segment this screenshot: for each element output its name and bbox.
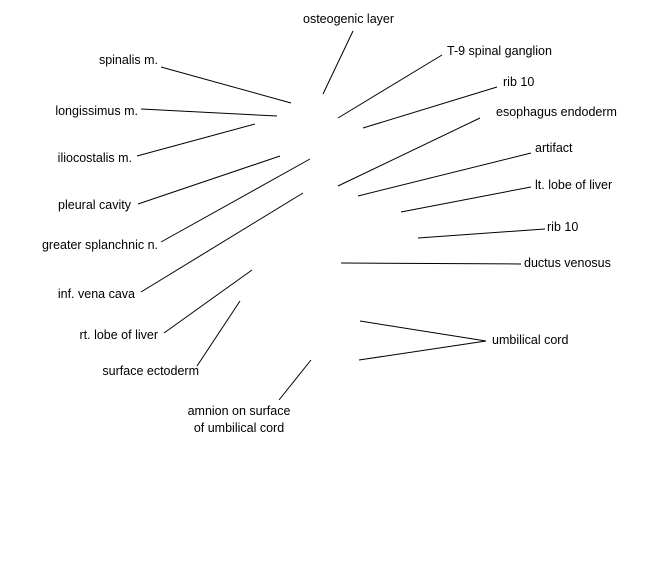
label-greater-splanchnic-n: greater splanchnic n.: [41, 238, 158, 252]
leader-esophagus-endoderm: [337, 117, 481, 187]
leader-osteogenic-layer: [322, 30, 354, 95]
label-amnion-line-1: amnion on surface: [187, 404, 291, 418]
leader-ductus-venosus: [340, 262, 522, 265]
label-inf-vena-cava: inf. vena cava: [57, 287, 135, 301]
leader-amnion: [278, 359, 312, 401]
leader-longissimus-m: [140, 108, 278, 117]
label-umbilical-cord: umbilical cord: [492, 333, 569, 347]
leader-artifact: [357, 152, 532, 197]
label-surface-ectoderm: surface ectoderm: [102, 364, 199, 378]
label-rt-lobe-of-liver: rt. lobe of liver: [79, 328, 158, 342]
leader-iliocostalis-m: [136, 123, 256, 157]
label-rib-10-upper: rib 10: [503, 75, 535, 89]
label-pleural-cavity: pleural cavity: [58, 198, 131, 212]
leader-rib-10-lower: [417, 228, 546, 239]
leader-rib-10-upper: [362, 86, 498, 129]
label-ductus-venosus: ductus venosus: [524, 256, 611, 270]
label-osteogenic-layer: osteogenic layer: [303, 12, 395, 26]
label-lt-lobe-of-liver: lt. lobe of liver: [535, 178, 613, 192]
label-longissimus-m: longissimus m.: [55, 104, 138, 118]
leader-rt-lobe-of-liver: [163, 269, 253, 334]
leader-greater-splanchnic-n: [160, 158, 311, 243]
leader-pleural-cavity: [137, 155, 281, 205]
label-t9-spinal-ganglion: T-9 spinal ganglion: [447, 44, 552, 58]
label-rib-10-lower: rib 10: [547, 220, 579, 234]
leader-umbilical-cord-upper: [359, 320, 487, 342]
label-esophagus-endoderm: esophagus endoderm: [496, 105, 617, 119]
label-amnion-line-2: of umbilical cord: [193, 421, 285, 435]
leader-lt-lobe-of-liver: [400, 186, 532, 213]
label-amnion: amnion on surface of umbilical cord: [166, 403, 312, 437]
leader-umbilical-cord-lower: [358, 340, 487, 361]
label-artifact: artifact: [535, 141, 573, 155]
label-iliocostalis-m: iliocostalis m.: [57, 151, 132, 165]
leader-t9-spinal-ganglion: [337, 54, 443, 119]
leader-spinalis-m: [160, 66, 292, 104]
leader-surface-ectoderm: [196, 300, 241, 367]
label-spinalis-m: spinalis m.: [98, 53, 158, 67]
leader-inf-vena-cava: [140, 192, 304, 293]
